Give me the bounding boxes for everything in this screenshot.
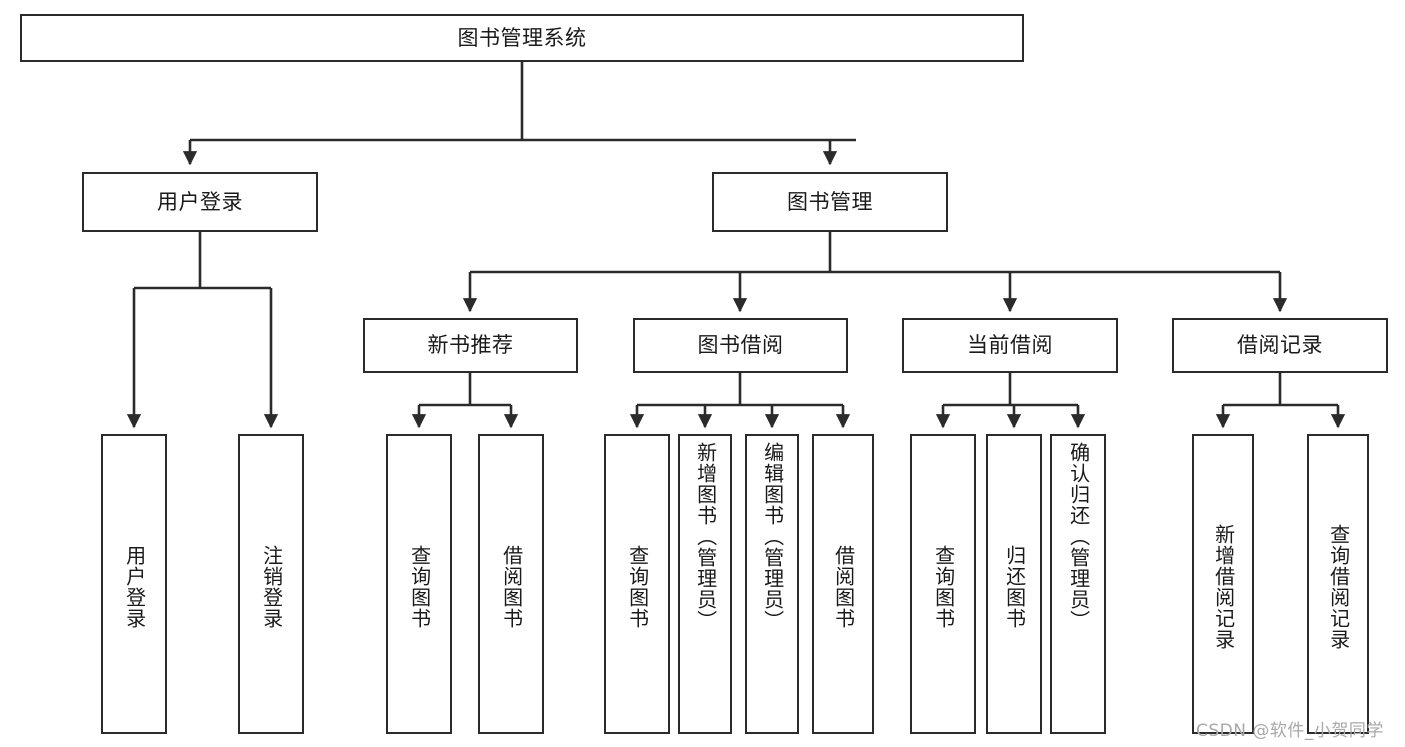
node-current-borrow[interactable]: 当前借阅 bbox=[902, 318, 1118, 373]
node-leaf-return-book-label: 归还图书 bbox=[1002, 545, 1027, 629]
node-leaf-user-login[interactable]: 用户登录 bbox=[101, 434, 167, 734]
csdn-watermark: CSDN @软件_小贺同学 bbox=[1196, 721, 1384, 741]
node-leaf-query-book-2[interactable]: 查询图书 bbox=[604, 434, 670, 734]
node-root[interactable]: 图书管理系统 bbox=[20, 14, 1024, 62]
node-leaf-query-book-1[interactable]: 查询图书 bbox=[386, 434, 452, 734]
node-leaf-query-book-1-label: 查询图书 bbox=[407, 545, 432, 629]
node-new-book-recommend[interactable]: 新书推荐 bbox=[363, 318, 578, 373]
node-user-login-label: 用户登录 bbox=[157, 189, 243, 214]
node-leaf-user-logout[interactable]: 注销登录 bbox=[238, 434, 304, 734]
node-user-login[interactable]: 用户登录 bbox=[82, 172, 318, 232]
node-leaf-confirm-return-label: 确认归还（管理员） bbox=[1066, 442, 1091, 631]
node-leaf-borrow-book-2[interactable]: 借阅图书 bbox=[812, 434, 874, 734]
node-book-borrow-label: 图书借阅 bbox=[697, 333, 784, 358]
node-borrow-record-label: 借阅记录 bbox=[1237, 333, 1323, 358]
node-leaf-edit-book[interactable]: 编辑图书（管理员） bbox=[745, 434, 799, 734]
node-leaf-add-book-label: 新增图书（管理员） bbox=[693, 442, 718, 631]
node-leaf-add-record-label: 新增借阅记录 bbox=[1211, 524, 1236, 650]
node-leaf-user-logout-label: 注销登录 bbox=[259, 545, 284, 629]
node-leaf-edit-book-label: 编辑图书（管理员） bbox=[760, 442, 785, 631]
node-leaf-query-book-3[interactable]: 查询图书 bbox=[910, 434, 976, 734]
node-book-manage-label: 图书管理 bbox=[787, 189, 873, 214]
node-leaf-borrow-book-1-label: 借阅图书 bbox=[499, 545, 524, 629]
node-leaf-return-book[interactable]: 归还图书 bbox=[986, 434, 1042, 734]
node-leaf-query-book-3-label: 查询图书 bbox=[931, 545, 956, 629]
node-borrow-record[interactable]: 借阅记录 bbox=[1172, 318, 1388, 373]
node-leaf-confirm-return[interactable]: 确认归还（管理员） bbox=[1050, 434, 1106, 734]
node-leaf-query-record[interactable]: 查询借阅记录 bbox=[1307, 434, 1369, 734]
node-book-borrow[interactable]: 图书借阅 bbox=[633, 318, 848, 373]
node-leaf-add-book[interactable]: 新增图书（管理员） bbox=[678, 434, 732, 734]
node-leaf-add-record[interactable]: 新增借阅记录 bbox=[1192, 434, 1254, 734]
node-root-label: 图书管理系统 bbox=[457, 25, 587, 50]
node-leaf-user-login-label: 用户登录 bbox=[122, 545, 147, 629]
node-new-book-recommend-label: 新书推荐 bbox=[427, 333, 514, 358]
node-leaf-borrow-book-1[interactable]: 借阅图书 bbox=[478, 434, 544, 734]
node-book-manage[interactable]: 图书管理 bbox=[712, 172, 948, 232]
node-leaf-query-record-label: 查询借阅记录 bbox=[1326, 524, 1351, 650]
node-leaf-query-book-2-label: 查询图书 bbox=[625, 545, 650, 629]
node-leaf-borrow-book-2-label: 借阅图书 bbox=[831, 545, 856, 629]
node-current-borrow-label: 当前借阅 bbox=[967, 333, 1053, 358]
